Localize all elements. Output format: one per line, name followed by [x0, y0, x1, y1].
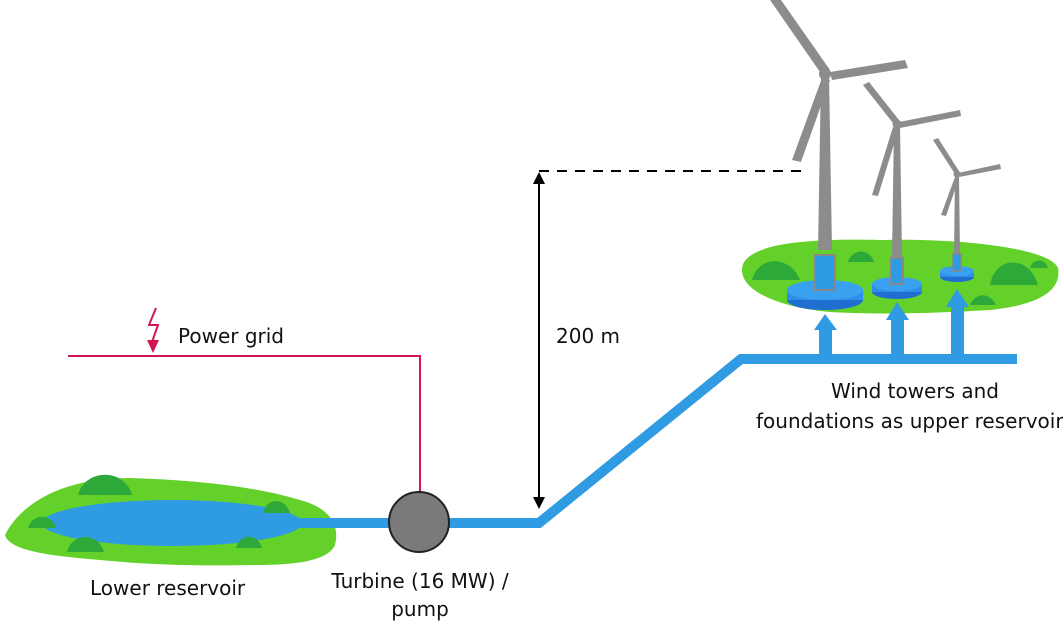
bush — [970, 295, 996, 305]
bush — [236, 536, 262, 548]
lightning-icon — [147, 307, 160, 343]
power-grid-label: Power grid — [178, 324, 284, 348]
wind-turbine-small — [933, 138, 1001, 254]
bush — [848, 251, 874, 262]
upper-reservoir-label-line2: foundations as upper reservoir — [756, 409, 1063, 433]
foundation-small — [940, 253, 974, 282]
bush — [78, 474, 132, 495]
wind-turbine-medium — [863, 82, 961, 257]
upper-reservoir-label-line1: Wind towers and — [831, 379, 999, 403]
power-grid-line — [68, 355, 421, 495]
bush — [752, 261, 800, 280]
lightning-icon-tip — [147, 340, 159, 353]
bush — [1030, 260, 1048, 268]
wind-turbine-large — [770, 0, 908, 250]
height-label: 200 m — [556, 324, 621, 348]
foundation-large — [787, 254, 863, 310]
bush — [28, 516, 56, 528]
lower-reservoir — [5, 474, 337, 566]
lower-reservoir-water — [42, 500, 302, 546]
bush — [67, 537, 104, 552]
turbine-label-line2: pump — [391, 597, 449, 621]
bush — [990, 262, 1038, 285]
bush — [263, 501, 290, 513]
turbine-label-line1: Turbine (16 MW) / — [331, 569, 509, 593]
lower-reservoir-label: Lower reservoir — [90, 576, 246, 600]
foundation-medium — [872, 257, 922, 299]
flow-arrows — [814, 289, 969, 360]
turbine-pump — [388, 491, 450, 553]
